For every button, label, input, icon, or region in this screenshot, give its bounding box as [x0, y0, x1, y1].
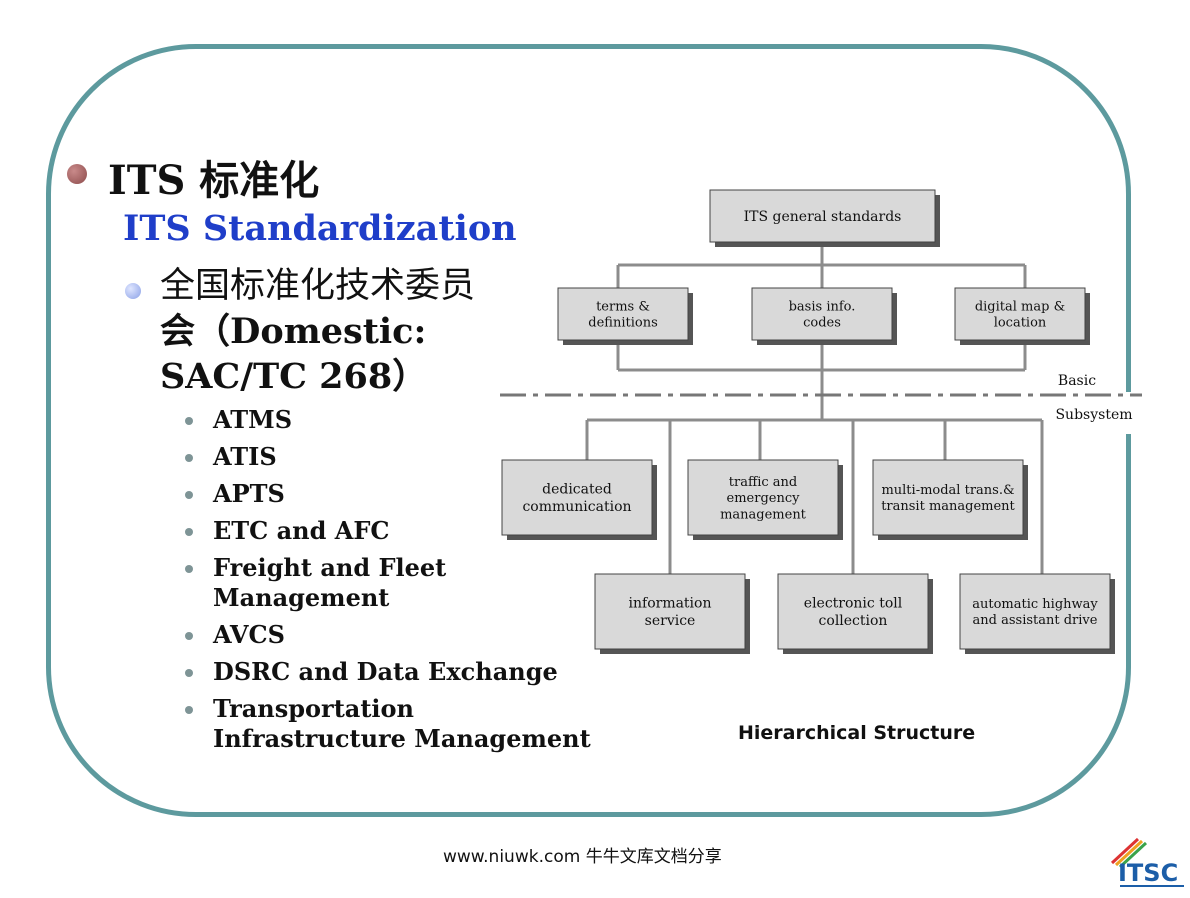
basic-node-codes — [751, 287, 893, 341]
list-item-text: APTS — [213, 479, 285, 508]
subsystem-node-highway — [959, 573, 1111, 650]
bullet-dot-icon — [185, 454, 193, 462]
list-item-text: Freight and Fleet Management — [213, 553, 447, 612]
list-item-text: ETC and AFC — [213, 516, 390, 545]
itsc-logo: ITSC — [1110, 837, 1184, 887]
list-item-text: AVCS — [213, 620, 285, 649]
list-item-text: ATMS — [213, 405, 293, 434]
bullet-dot-icon — [185, 632, 193, 640]
subsystem-node-toll — [777, 573, 929, 650]
divider-label-subsystem: Subsystem — [1055, 407, 1132, 423]
basic-node-map-label: digital map &location — [975, 299, 1065, 330]
list-item-text: DSRC and Data Exchange — [213, 657, 558, 686]
subsystem-node-multimodal-label: multi-modal trans.&transit management — [881, 483, 1015, 514]
bullet-dot-icon — [185, 706, 193, 714]
basic-node-map — [954, 287, 1086, 341]
standards-list: ATMS ATIS APTS ETC and AFC Freight and F… — [185, 405, 605, 761]
slide-subtitle: ITS Standardization — [123, 208, 517, 249]
list-item: Transportation Infrastructure Management — [185, 694, 605, 754]
sub-heading-line3: SAC/TC 268） — [160, 356, 428, 397]
bullet-dot-icon — [185, 669, 193, 677]
subsystem-node-traffic — [687, 459, 839, 536]
root-node — [709, 189, 936, 243]
list-item: APTS — [185, 479, 605, 509]
basic-node-terms — [557, 287, 689, 341]
bullet-dot-icon — [185, 491, 193, 499]
sub-heading: 全国标准化技术委员 会（Domestic: SAC/TC 268） — [160, 264, 560, 399]
bullet-dot-icon — [185, 528, 193, 536]
bullet-dot-icon — [185, 565, 193, 573]
sub-heading-line1: 全国标准化技术委员 — [160, 266, 476, 306]
list-item: ATIS — [185, 442, 605, 472]
basic-node-terms-label: terms &definitions — [588, 299, 657, 330]
basic-node-codes-label: basis info.codes — [789, 299, 856, 330]
divider-label-basic: Basic — [1058, 373, 1096, 389]
logo-text: ITSC — [1118, 859, 1178, 887]
title-bullet-icon — [67, 164, 87, 184]
list-item-text: ATIS — [213, 442, 277, 471]
list-item: ATMS — [185, 405, 605, 435]
list-item: AVCS — [185, 620, 605, 650]
footer-text: www.niuwk.com 牛牛文库文档分享 — [443, 847, 722, 867]
subsystem-node-information — [594, 573, 746, 650]
list-item-text: Transportation Infrastructure Management — [213, 694, 591, 753]
subsystem-node-multimodal — [872, 459, 1024, 536]
sub-heading-line2: 会（Domestic: — [160, 311, 427, 352]
sub-bullet-icon — [125, 283, 141, 299]
subsystem-node-communication — [501, 459, 653, 536]
list-item: Freight and Fleet Management — [185, 553, 605, 613]
list-item: DSRC and Data Exchange — [185, 657, 605, 687]
bullet-dot-icon — [185, 417, 193, 425]
root-node-label: ITS general standards — [744, 209, 902, 225]
frame-gap — [1120, 392, 1146, 434]
list-item: ETC and AFC — [185, 516, 605, 546]
diagram-caption: Hierarchical Structure — [738, 722, 976, 744]
hierarchy-diagram: ITS general standards terms &definitions b… — [500, 189, 1142, 654]
slide-title: ITS 标准化 — [108, 157, 320, 204]
